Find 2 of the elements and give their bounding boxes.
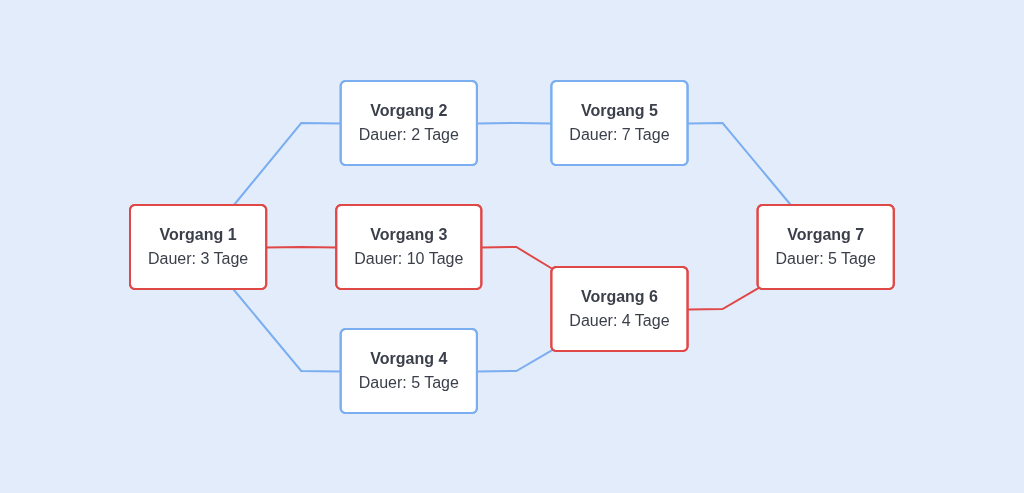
connector bbox=[687, 286, 761, 310]
connector bbox=[687, 121, 793, 206]
